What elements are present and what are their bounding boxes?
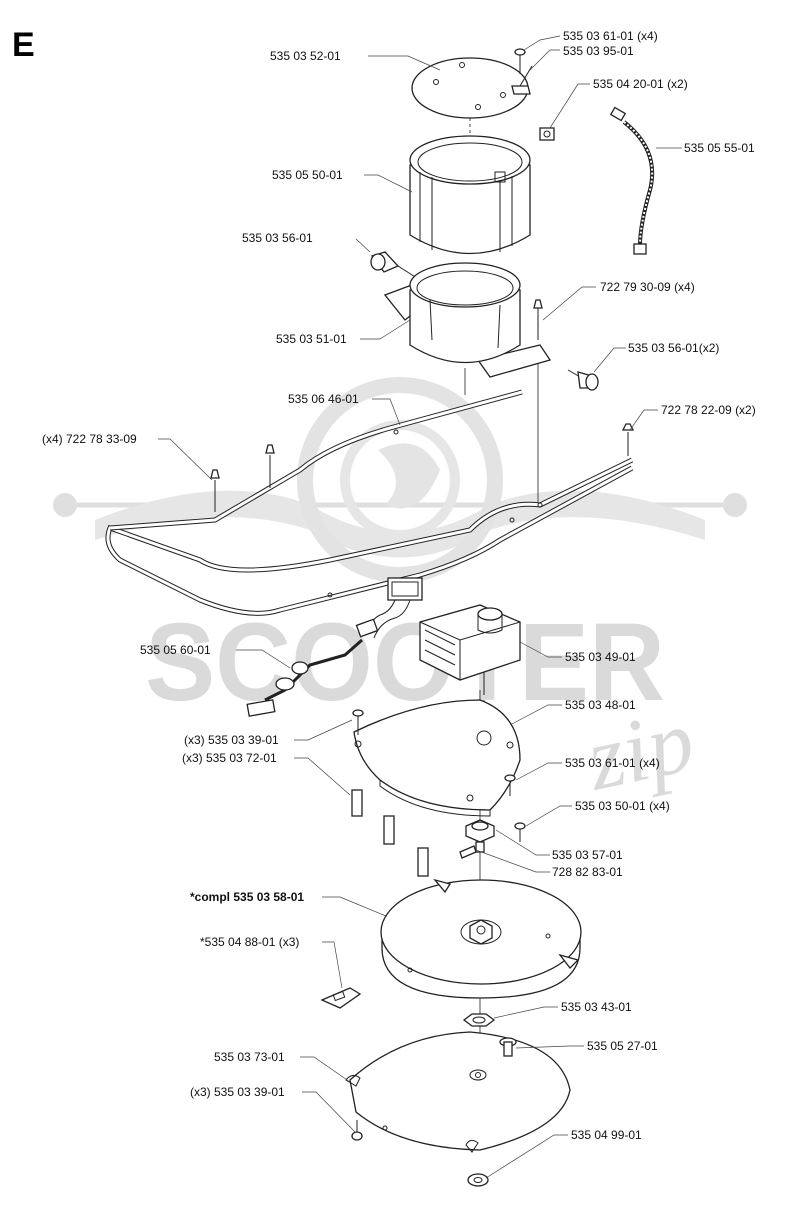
callout-nut: 535 03 43-01: [561, 1000, 632, 1014]
rivet-part: [499, 1037, 517, 1057]
callout-blade-disc: *compl 535 03 58-01: [190, 890, 304, 904]
pin-rail-left-part: [210, 444, 275, 512]
callout-knob-right: 535 03 56-01(x2): [628, 341, 719, 355]
callout-pin-bracket: 722 79 30-09 (x4): [600, 280, 695, 294]
section-letter: E: [12, 26, 35, 64]
screw-plate-right-part: [504, 774, 526, 842]
callout-screw-plate-right: 535 03 61-01 (x4): [565, 756, 660, 770]
callout-top-cover: 535 03 52-01: [270, 49, 341, 63]
watermark: SCOOTER zip: [53, 377, 747, 810]
nut-part: [462, 1013, 496, 1027]
screw-top-part: [514, 48, 526, 74]
callout-motor-cylinder: 535 05 50-01: [272, 168, 343, 182]
motor-cylinder-part: [409, 135, 531, 255]
callout-labels: 535 03 52-01 535 03 61-01 (x4) 535 03 95…: [42, 29, 756, 1142]
spacer-part: [351, 789, 429, 877]
callout-guard-plate: 535 03 73-01: [214, 1050, 285, 1064]
blade-disc-part: [380, 878, 582, 999]
callout-bracket-housing: 535 03 51-01: [276, 332, 347, 346]
callout-motor-plate: 535 03 48-01: [565, 698, 636, 712]
callout-knob-left: 535 03 56-01: [242, 231, 313, 245]
callout-blade: *535 04 88-01 (x3): [200, 935, 299, 949]
watermark-brand: SCOOTER: [145, 601, 665, 724]
clip-part: [539, 127, 555, 141]
frame-rail-part: [105, 389, 634, 616]
callout-leaders: [158, 35, 682, 1179]
callout-clip: 535 04 20-01 (x2): [593, 77, 688, 91]
hub-part: [465, 819, 495, 853]
top-cover-part: [411, 57, 529, 119]
callout-screw-hub: 535 03 50-01 (x4): [575, 799, 670, 813]
callout-hub: 535 03 57-01: [552, 848, 623, 862]
knob-left-part: [370, 251, 421, 281]
callout-rivet: 535 05 27-01: [587, 1039, 658, 1053]
watermark-emblem: [53, 377, 747, 583]
pin-rail-right-part: [621, 423, 635, 456]
callout-pin-rail-right: 722 78 22-09 (x2): [661, 403, 756, 417]
callout-washer: 535 04 99-01: [571, 1128, 642, 1142]
callout-screw-guard: (x3) 535 03 39-01: [190, 1085, 285, 1099]
harness-part: [246, 577, 423, 717]
screw-guard-part: [351, 1120, 363, 1141]
callout-screw-top: 535 03 61-01 (x4): [563, 29, 658, 43]
blade-part: [320, 987, 362, 1009]
callout-terminal: 535 03 95-01: [563, 44, 634, 58]
callout-set-screw: 728 82 83-01: [552, 865, 623, 879]
guard-plate-part: [345, 1031, 571, 1153]
set-screw-part: [459, 845, 477, 859]
callout-motor: 535 03 49-01: [565, 650, 636, 664]
screw-plate-part: [352, 709, 364, 735]
terminal-part: [511, 65, 533, 95]
motor-part: [419, 604, 521, 695]
knob-right-part: [567, 369, 599, 391]
pin-bracket-part: [533, 299, 543, 340]
callout-spacer: (x3) 535 03 72-01: [182, 751, 277, 765]
watermark-script: zip: [577, 691, 702, 810]
bracket-housing-part: [383, 262, 552, 378]
callout-screw-plate: (x3) 535 03 39-01: [184, 733, 279, 747]
callout-pin-rail-left: (x4) 722 78 33-09: [42, 432, 137, 446]
cable-part: [609, 106, 655, 255]
callout-frame-rail: 535 06 46-01: [288, 392, 359, 406]
callout-cable: 535 05 55-01: [684, 141, 755, 155]
callout-harness: 535 05 60-01: [140, 643, 211, 657]
washer-part: [467, 1173, 489, 1187]
